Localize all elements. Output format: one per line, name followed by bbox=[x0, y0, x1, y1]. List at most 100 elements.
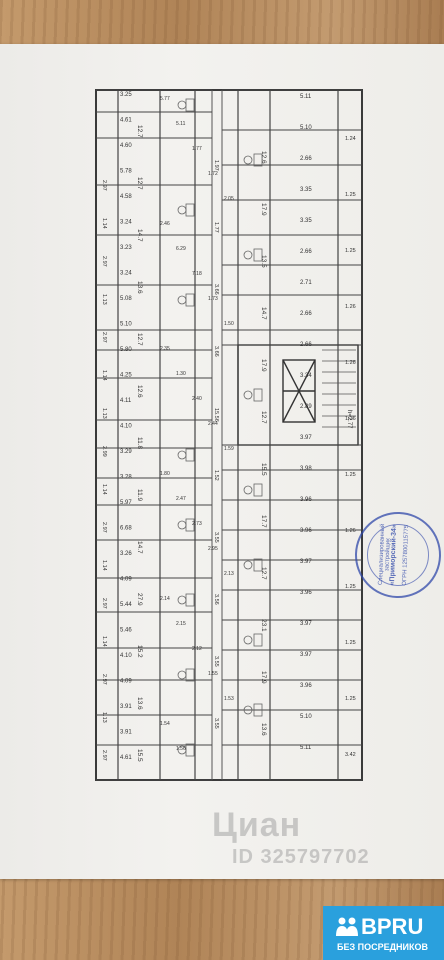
dim-label-far: 1.26 bbox=[345, 416, 356, 422]
dim-label-left: 5.97 bbox=[120, 500, 132, 506]
toilet-fixture bbox=[243, 390, 253, 400]
room-area-label: 13.5 bbox=[260, 255, 267, 268]
dim-label-far: 1.25 bbox=[345, 192, 356, 198]
dim-label-misc: 1.73 bbox=[208, 296, 218, 302]
stair-steps bbox=[322, 349, 356, 428]
dim-label-misc: 2.13 bbox=[224, 571, 234, 577]
ceiling-height-label: h=2.77 bbox=[346, 410, 352, 429]
room-area-label: 12.7 bbox=[260, 411, 267, 424]
dim-label-left: 3.91 bbox=[120, 730, 132, 736]
dim-label-right: 2.66 bbox=[300, 342, 312, 348]
dim-label-misc: 1.72 bbox=[208, 171, 218, 177]
badge-subtitle: БЕЗ ПОСРЕДНИКОВ bbox=[337, 942, 428, 952]
dim-label-right: 2.66 bbox=[300, 156, 312, 162]
dim-label-far: 1.25 bbox=[345, 696, 356, 702]
right-room-column bbox=[237, 90, 339, 780]
dim-label-misc: 2.35 bbox=[160, 346, 170, 352]
sink-fixture bbox=[253, 248, 263, 262]
dim-label-misc: 1.55 bbox=[208, 671, 218, 677]
dim-label-left: 3.25 bbox=[120, 92, 132, 98]
dim-label-misc: 2.47 bbox=[176, 496, 186, 502]
toilet-fixture bbox=[243, 635, 253, 645]
dim-label-left: 5.80 bbox=[120, 347, 132, 353]
dim-label-right: 3.97 bbox=[300, 621, 312, 627]
left-room-column bbox=[117, 90, 196, 780]
dim-label-right: 5.10 bbox=[300, 125, 312, 131]
room-area-label: 17.9 bbox=[260, 671, 267, 684]
dim-label-right: 3.96 bbox=[300, 683, 312, 689]
dim-label-far: 1.24 bbox=[345, 136, 356, 142]
dim-label-misc: 6.29 bbox=[176, 246, 186, 252]
dim-label-corridor: 15.56 bbox=[213, 408, 219, 422]
room-area-label: 14.7 bbox=[136, 229, 143, 242]
dim-label-left: 3.24 bbox=[120, 271, 132, 277]
dim-label-right: 5.10 bbox=[300, 714, 312, 720]
sink-fixture bbox=[185, 518, 195, 532]
room-area-label: 15.5 bbox=[136, 749, 143, 762]
room-area-label: 14.7 bbox=[136, 541, 143, 554]
room-area-label: 13.6 bbox=[260, 723, 267, 736]
dim-label-corridor: 3.66 bbox=[213, 284, 219, 295]
dim-label-misc: 5.11 bbox=[176, 121, 186, 127]
dim-label-left: 5.44 bbox=[120, 602, 132, 608]
dim-label-misc: 1.80 bbox=[160, 471, 170, 477]
room-area-label: 11.9 bbox=[136, 489, 143, 502]
dim-label-left: 4.10 bbox=[120, 424, 132, 430]
room-area-label: 13.6 bbox=[136, 697, 143, 710]
room-area-label: 13.6 bbox=[136, 281, 143, 294]
room-area-label: 12.7 bbox=[136, 333, 143, 346]
dim-label-misc: 1.53 bbox=[224, 696, 234, 702]
dim-label-misc: 2.40 bbox=[192, 396, 202, 402]
dim-label-right: 2.66 bbox=[300, 311, 312, 317]
dim-label-left: 5.08 bbox=[120, 296, 132, 302]
room-area-label: 17.7 bbox=[260, 515, 267, 528]
sink-fixture bbox=[253, 483, 263, 497]
dim-label-left: 4.61 bbox=[120, 118, 132, 124]
sink-fixture bbox=[253, 388, 263, 402]
dim-label-side: 1.14 bbox=[101, 484, 107, 495]
sink-fixture bbox=[185, 448, 195, 462]
stair-core bbox=[237, 344, 359, 446]
dim-label-far: 3.42 bbox=[345, 752, 356, 758]
dim-label-misc: 1.77 bbox=[192, 146, 202, 152]
dim-label-side: 1.14 bbox=[101, 218, 107, 229]
dim-label-far: 1.25 bbox=[345, 640, 356, 646]
room-area-label: 17.9 bbox=[260, 359, 267, 372]
dim-label-misc: 1.56 bbox=[176, 746, 186, 752]
watermark-logo: Циан bbox=[212, 806, 302, 844]
dim-label-side: 1.13 bbox=[101, 408, 107, 419]
sink-fixture bbox=[185, 293, 195, 307]
dim-label-misc: 2.15 bbox=[176, 621, 186, 627]
room-area-label: 23.1 bbox=[260, 619, 267, 632]
dim-label-left: 5.10 bbox=[120, 322, 132, 328]
dim-label-right: 2.71 bbox=[300, 280, 312, 286]
toilet-fixture bbox=[243, 485, 253, 495]
dim-label-misc: 7.18 bbox=[192, 271, 202, 277]
toilet-fixture bbox=[243, 705, 253, 715]
dim-label-misc: 1.59 bbox=[224, 446, 234, 452]
bpru-badge[interactable]: BPRU БЕЗ ПОСРЕДНИКОВ bbox=[323, 906, 444, 960]
dim-label-left: 3.26 bbox=[120, 551, 132, 557]
sink-fixture bbox=[185, 98, 195, 112]
dim-label-misc: 2.05 bbox=[224, 196, 234, 202]
dim-label-side: 2.97 bbox=[101, 256, 107, 267]
dim-label-right: 3.34 bbox=[300, 373, 312, 379]
dim-label-far: 1.25 bbox=[345, 248, 356, 254]
dim-label-side: 2.97 bbox=[101, 750, 107, 761]
room-area-label: 12.6 bbox=[260, 151, 267, 164]
dim-label-far: 1.26 bbox=[345, 528, 356, 534]
dim-label-left: 3.24 bbox=[120, 220, 132, 226]
dim-label-misc: 5.77 bbox=[160, 96, 170, 102]
dim-label-left: 4.10 bbox=[120, 653, 132, 659]
dim-label-right: 3.35 bbox=[300, 218, 312, 224]
dim-label-side: 2.97 bbox=[101, 332, 107, 343]
toilet-fixture bbox=[177, 295, 187, 305]
dim-label-right: 3.96 bbox=[300, 497, 312, 503]
room-area-label: 12.6 bbox=[136, 385, 143, 398]
dim-label-right: 3.96 bbox=[300, 528, 312, 534]
toilet-fixture bbox=[177, 450, 187, 460]
dim-label-side: 2.97 bbox=[101, 522, 107, 533]
dim-label-right: 3.98 bbox=[300, 466, 312, 472]
dim-label-side: 1.14 bbox=[101, 370, 107, 381]
